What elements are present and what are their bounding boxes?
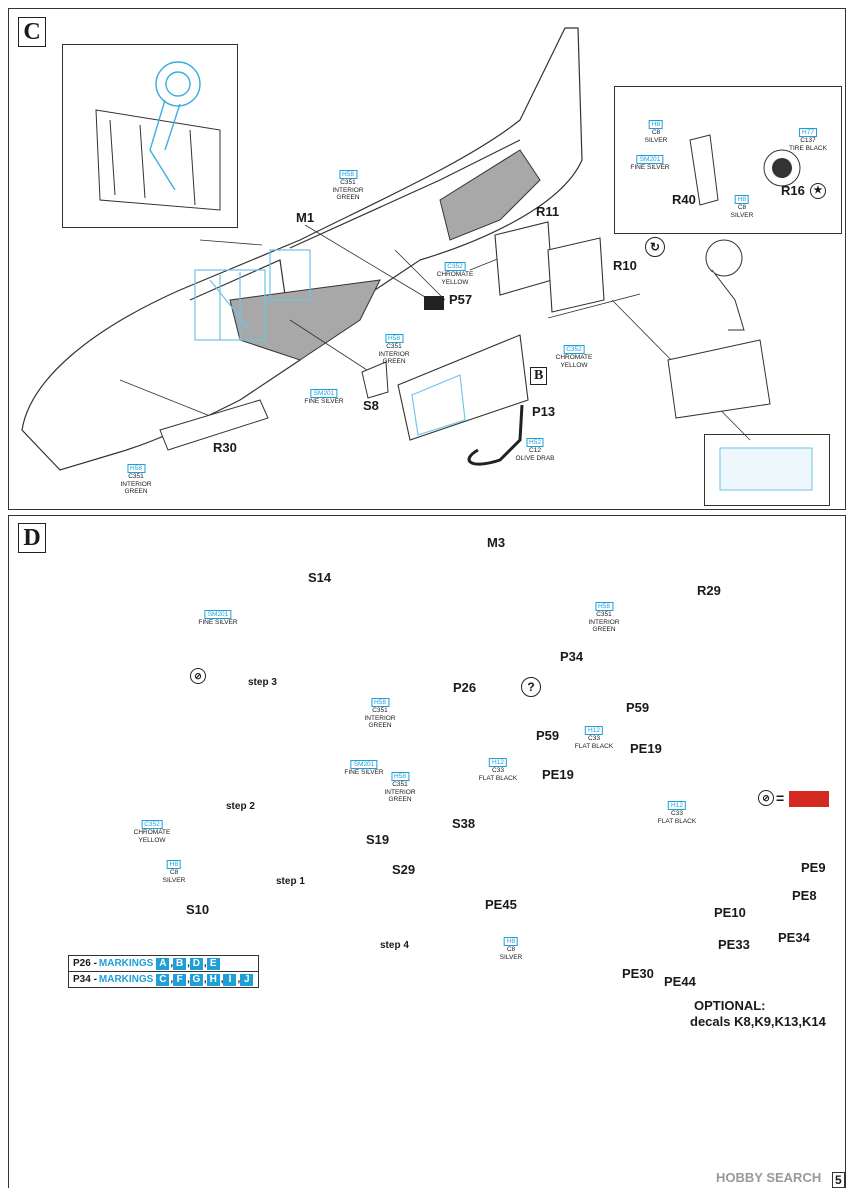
- cockpit-detail-inset: [62, 44, 238, 228]
- part-r11: R11: [536, 204, 560, 219]
- part-r29: R29: [697, 583, 721, 598]
- part-r16: R16: [781, 183, 805, 198]
- instrument-panel-b: [397, 334, 529, 441]
- part-pe44: PE44: [664, 974, 696, 989]
- part-pe45: PE45: [485, 897, 517, 912]
- sand-icon: ⊘: [190, 668, 206, 684]
- part-p26: P26: [453, 680, 477, 695]
- part-s38: S38: [452, 816, 476, 831]
- step-d-letter: D: [18, 523, 46, 553]
- markings-table: P26 - MARKINGS A, B, D, E P34 - MARKINGS…: [68, 955, 260, 988]
- seat-parts-c: [494, 221, 605, 313]
- part-s14: S14: [308, 570, 332, 585]
- optional-decals: decals K8,K9,K13,K14: [690, 1014, 826, 1029]
- step-label-4: step 4: [380, 940, 409, 951]
- part-pe10: PE10: [714, 905, 746, 920]
- step-label-2: step 2: [226, 801, 255, 812]
- optional-title: OPTIONAL:: [694, 998, 766, 1013]
- part-s8: S8: [363, 398, 379, 413]
- part-pe19-a: PE19: [542, 767, 574, 782]
- part-pe9: PE9: [801, 860, 826, 875]
- part-pe33: PE33: [718, 937, 750, 952]
- cockpit-inset-drawing: [95, 109, 221, 211]
- part-r30: R30: [213, 440, 237, 455]
- part-pe34: PE34: [778, 930, 810, 945]
- part-r10: R10: [613, 258, 637, 273]
- r30-shape: [159, 399, 269, 451]
- cockpit-floor-c: [229, 149, 541, 361]
- page-number: 5: [832, 1172, 845, 1188]
- p13-hose: [467, 404, 524, 466]
- part-p34: P34: [560, 649, 584, 664]
- part-p57: P57: [449, 292, 473, 307]
- markings-row-p26: P26 - MARKINGS A, B, D, E: [68, 955, 260, 972]
- wheel-inset-drawing: [689, 134, 801, 206]
- step-c-letter: C: [18, 17, 46, 47]
- p57-shape: [424, 296, 444, 310]
- part-r40: R40: [672, 192, 696, 207]
- step-d-panel: [8, 515, 846, 1188]
- part-m1: M1: [296, 210, 315, 225]
- rotate-icon: ↻: [645, 237, 665, 257]
- interior-frames-c: [194, 249, 311, 341]
- wheel-detail-inset: [614, 86, 842, 234]
- question-icon: ?: [521, 677, 541, 697]
- part-pe8: PE8: [792, 888, 817, 903]
- step-label-1: step 1: [276, 876, 305, 887]
- part-s19: S19: [366, 832, 390, 847]
- part-pe30: PE30: [622, 966, 654, 981]
- part-m3: M3: [487, 535, 506, 550]
- s8-shape: [361, 361, 389, 399]
- markings-row-p34: P34 - MARKINGS C, F, G, H, I, J: [68, 972, 260, 988]
- part-p13: P13: [532, 404, 556, 419]
- wheel-well-drawing: [667, 239, 813, 491]
- sand-icon-inset: ⊘: [758, 790, 774, 806]
- watermark: HOBBY SEARCH: [716, 1170, 822, 1185]
- cockpit-inset-stick: [149, 61, 201, 191]
- equals-sign: =: [776, 790, 785, 806]
- part-p59-a: P59: [536, 728, 560, 743]
- part-p59-b: P59: [626, 700, 650, 715]
- step-label-3: step 3: [248, 677, 277, 688]
- red-swatch: [789, 791, 829, 807]
- ref-box-b: B: [530, 367, 548, 385]
- part-s29: S29: [392, 862, 416, 877]
- part-pe19-b: PE19: [630, 741, 662, 756]
- part-s10: S10: [186, 902, 210, 917]
- star-icon: ★: [810, 183, 826, 199]
